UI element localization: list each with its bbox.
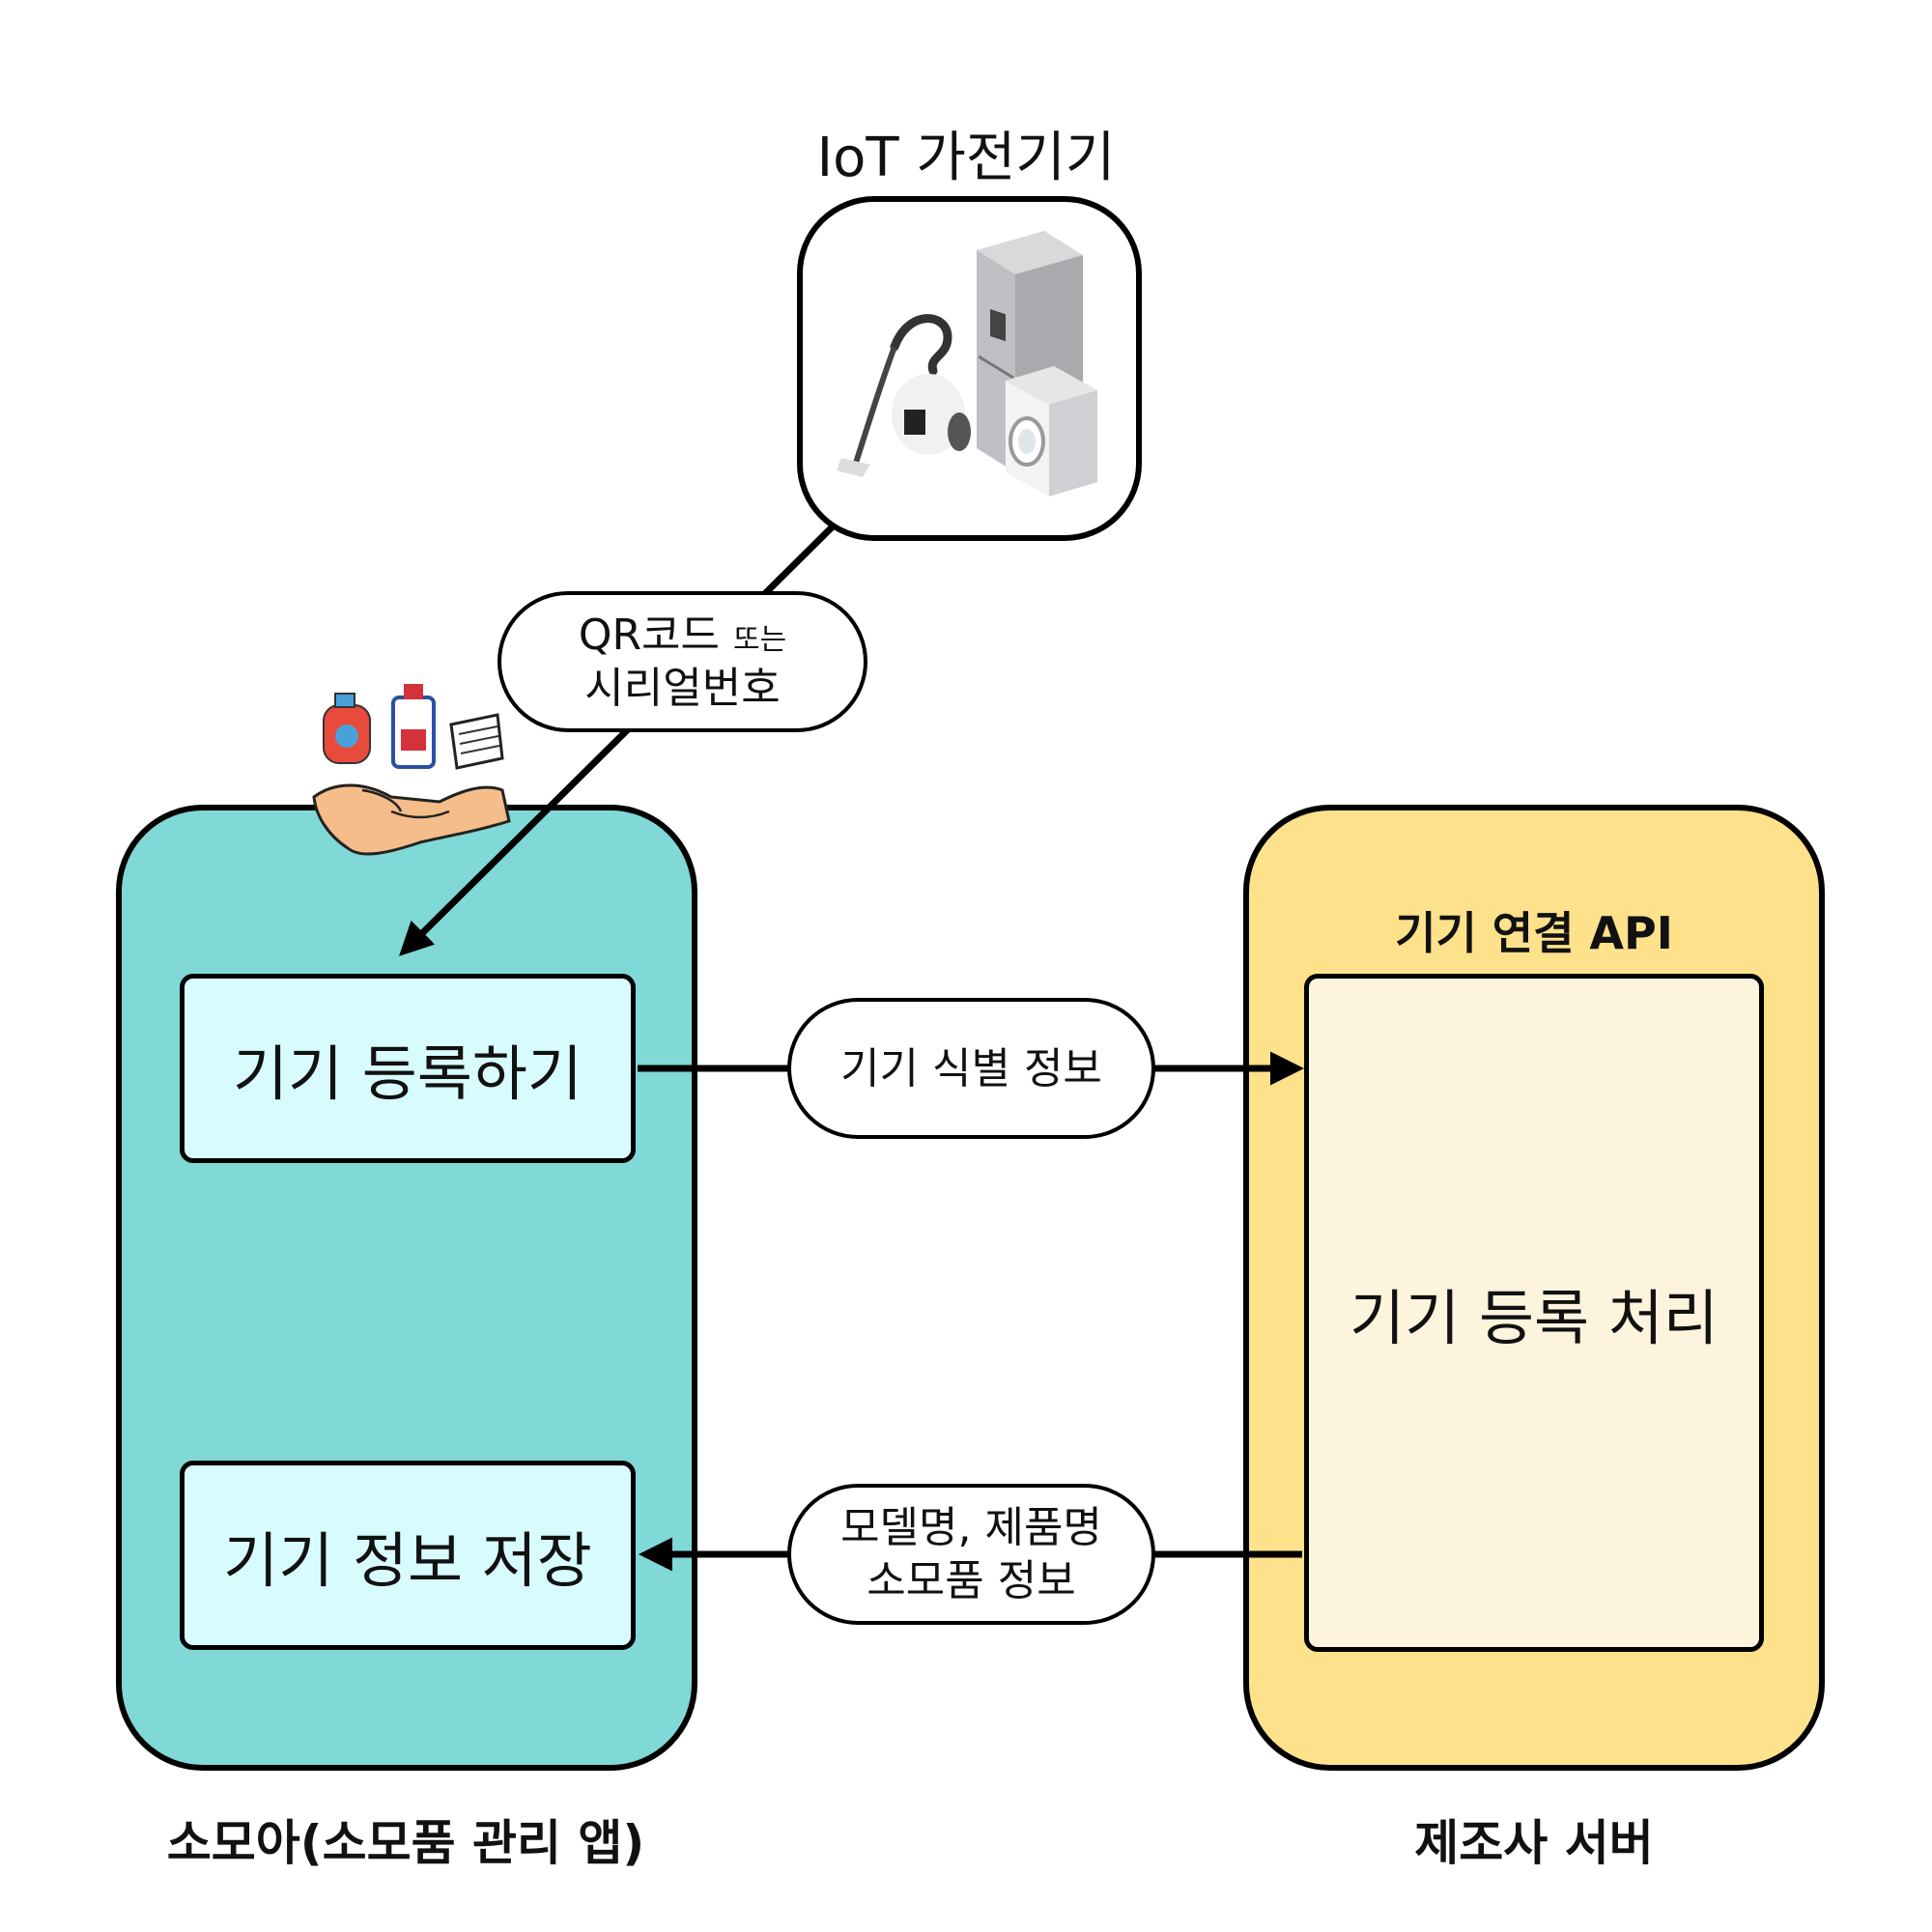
iot-title: IoT 가전기기 [816, 127, 1116, 189]
device-identification-pill: 기기 식별 정보 [787, 998, 1155, 1139]
model-info-pill: 모델명, 제품명 소모품 정보 [787, 1484, 1155, 1625]
hand-consumables-icon [312, 684, 511, 856]
qr-serial-pill: QR코드 또는 시리얼번호 [497, 591, 867, 732]
server-caption: 제조사 서버 [1414, 1815, 1654, 1871]
consumable-info-text: 소모품 정보 [867, 1556, 1076, 1605]
process-registration-box: 기기 등록 처리 [1304, 974, 1764, 1652]
qr-code-text: QR코드 [578, 611, 720, 660]
home-appliances-icon [837, 231, 1097, 497]
app-caption: 소모아(소모품 관리 앱) [166, 1815, 645, 1871]
serial-number-text: 시리얼번호 [584, 664, 781, 713]
save-device-info-box[interactable]: 기기 정보 저장 [180, 1461, 636, 1650]
register-device-box[interactable]: 기기 등록하기 [180, 974, 636, 1163]
or-text: 또는 [732, 623, 787, 657]
iot-device-box [797, 196, 1142, 541]
model-product-name-text: 모델명, 제품명 [840, 1503, 1102, 1552]
api-label: 기기 연결 API [1395, 907, 1673, 959]
qr-arrow [399, 524, 836, 956]
device-identification-text: 기기 식별 정보 [840, 1043, 1102, 1094]
